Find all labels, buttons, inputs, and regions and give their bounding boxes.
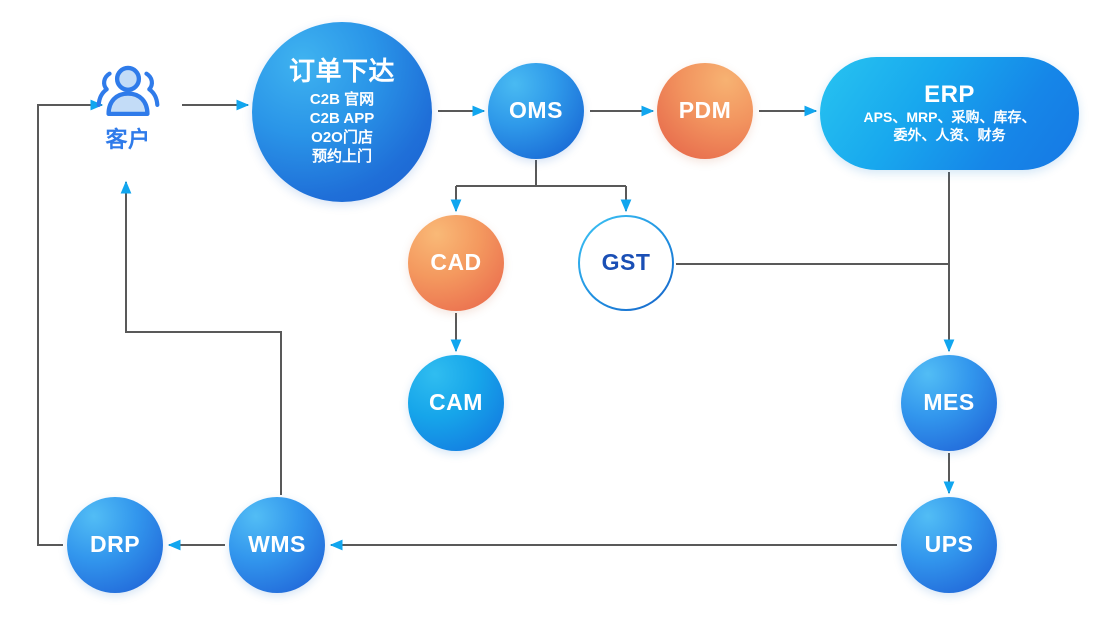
node-order[interactable]: 订单下达 C2B 官网 C2B APP O2O门店 预约上门 xyxy=(252,22,432,202)
node-customer-label: 客户 xyxy=(105,127,151,153)
node-ups[interactable]: UPS xyxy=(901,497,997,593)
node-erp-label: ERP xyxy=(924,80,975,108)
node-erp-sub-2: 委外、人资、财务 xyxy=(893,127,1006,144)
node-wms-label: WMS xyxy=(248,531,306,558)
node-erp[interactable]: ERP APS、MRP、采购、库存、 委外、人资、财务 xyxy=(820,57,1079,170)
node-ups-label: UPS xyxy=(924,531,974,558)
node-drp[interactable]: DRP xyxy=(67,497,163,593)
node-cam-label: CAM xyxy=(429,389,483,416)
node-pdm[interactable]: PDM xyxy=(657,63,753,159)
node-gst-label: GST xyxy=(601,249,651,276)
edge-oms-branch-trunk xyxy=(456,160,626,187)
edge-wms-customer xyxy=(120,180,282,495)
node-order-sub-4: 预约上门 xyxy=(311,148,372,166)
node-oms-label: OMS xyxy=(509,97,563,124)
node-order-sub-3: O2O门店 xyxy=(311,129,373,147)
node-cam[interactable]: CAM xyxy=(408,355,504,451)
people-group-icon xyxy=(96,66,160,117)
node-wms[interactable]: WMS xyxy=(229,497,325,593)
node-order-sub-1: C2B 官网 xyxy=(309,90,375,108)
node-cad[interactable]: CAD xyxy=(408,215,504,311)
node-mes-label: MES xyxy=(923,389,975,416)
node-drp-label: DRP xyxy=(89,531,141,558)
node-pdm-label: PDM xyxy=(678,97,732,124)
node-order-sub-2: C2B APP xyxy=(309,110,375,128)
node-mes[interactable]: MES xyxy=(901,355,997,451)
edge-drp-customer xyxy=(37,99,104,546)
node-customer[interactable]: 客户 xyxy=(82,52,174,164)
node-cad-label: CAD xyxy=(430,249,482,276)
node-oms[interactable]: OMS xyxy=(488,63,584,159)
node-erp-sub-1: APS、MRP、采购、库存、 xyxy=(863,109,1036,126)
node-gst[interactable]: GST xyxy=(578,215,674,311)
node-order-label: 订单下达 xyxy=(288,56,395,87)
